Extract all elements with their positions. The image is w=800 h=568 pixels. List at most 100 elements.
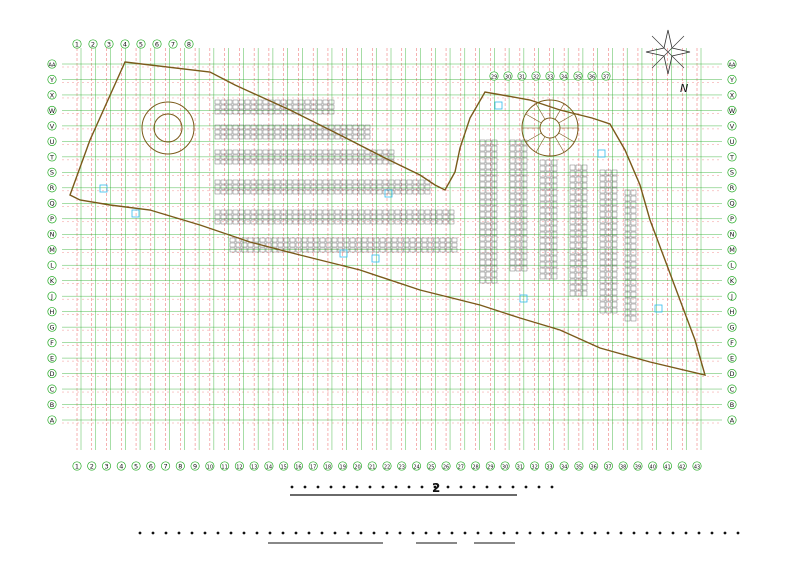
parking-stall xyxy=(268,134,275,140)
parking-stall xyxy=(355,247,362,253)
fixture-marker xyxy=(131,209,140,218)
parking-stall xyxy=(611,211,618,218)
parking-stall xyxy=(253,237,260,243)
parking-stall xyxy=(262,219,269,225)
parking-stall xyxy=(394,184,401,190)
parking-stall xyxy=(346,149,353,155)
row-bubble-right-circle xyxy=(727,90,737,100)
parking-stalls xyxy=(99,99,663,322)
parking-stall xyxy=(575,230,582,237)
parking-stall xyxy=(575,194,582,201)
parking-stall xyxy=(485,223,492,230)
parking-stall xyxy=(515,163,522,170)
parking-stall xyxy=(599,295,606,302)
parking-stall xyxy=(229,237,236,243)
parking-stall xyxy=(479,175,486,182)
parking-stall xyxy=(575,254,582,261)
parking-stall xyxy=(630,309,637,316)
rotunda-radial xyxy=(535,103,546,120)
parking-stall xyxy=(479,217,486,224)
parking-stall xyxy=(316,134,323,140)
parking-stall xyxy=(485,265,492,272)
parking-stall xyxy=(599,217,606,224)
parking-stall xyxy=(491,247,498,254)
parking-stall xyxy=(539,249,546,256)
parking-stall xyxy=(545,273,552,280)
parking-stall xyxy=(605,205,612,212)
parking-stall xyxy=(485,241,492,248)
parking-stall xyxy=(256,184,263,190)
row-bubble-left-circle xyxy=(47,229,57,239)
parking-stall xyxy=(439,247,446,253)
parking-stall xyxy=(445,242,452,248)
row-bubble-left-circle xyxy=(47,183,57,193)
parking-stall xyxy=(328,109,335,115)
title-dot xyxy=(450,531,454,535)
parking-stall xyxy=(599,301,606,308)
parking-stall xyxy=(581,254,588,261)
parking-stall xyxy=(370,159,377,165)
parking-stall xyxy=(521,169,528,176)
parking-stall xyxy=(611,271,618,278)
parking-stall xyxy=(551,201,558,208)
parking-stall xyxy=(316,219,323,225)
parking-stall xyxy=(295,237,302,243)
parking-stall xyxy=(521,199,528,206)
row-bubble-left-circle xyxy=(47,121,57,131)
parking-stall xyxy=(575,164,582,171)
title-dot xyxy=(658,531,662,535)
parking-stall xyxy=(364,179,371,185)
col-bubble-bottom: 23 xyxy=(399,464,405,470)
parking-stall xyxy=(509,157,516,164)
parking-stall xyxy=(406,184,413,190)
parking-stall xyxy=(307,242,314,248)
parking-stall xyxy=(630,213,637,220)
parking-stall xyxy=(376,209,383,215)
parking-stall xyxy=(485,247,492,254)
parking-stall xyxy=(430,214,437,220)
parking-stall xyxy=(256,104,263,110)
parking-stall xyxy=(364,209,371,215)
parking-stall xyxy=(214,179,221,185)
parking-stall xyxy=(388,214,395,220)
parking-stall xyxy=(439,237,446,243)
parking-stall xyxy=(340,154,347,160)
parking-stall xyxy=(322,189,329,195)
parking-stall xyxy=(376,219,383,225)
parking-stall xyxy=(220,179,227,185)
parking-stall xyxy=(400,184,407,190)
title-dot xyxy=(281,531,285,535)
parking-stall xyxy=(316,154,323,160)
parking-stall xyxy=(340,189,347,195)
parking-stall xyxy=(491,145,498,152)
col-bubble-bottom-circle xyxy=(530,461,540,471)
parking-stall xyxy=(238,129,245,135)
title-dot xyxy=(177,531,181,535)
parking-stall xyxy=(569,224,576,231)
parking-stall xyxy=(605,169,612,176)
parking-stall xyxy=(298,184,305,190)
parking-stall xyxy=(479,223,486,230)
parking-stall xyxy=(370,214,377,220)
parking-stall xyxy=(611,253,618,260)
parking-stall xyxy=(569,254,576,261)
parking-stall xyxy=(569,278,576,285)
parking-stall xyxy=(376,184,383,190)
parking-stall xyxy=(304,159,311,165)
parking-stall xyxy=(292,159,299,165)
parking-stall xyxy=(262,124,269,130)
parking-stall xyxy=(385,237,392,243)
row-bubble-right-circle xyxy=(727,105,737,115)
parking-stall xyxy=(259,247,266,253)
parking-stall xyxy=(581,230,588,237)
parking-stall xyxy=(304,99,311,105)
parking-stall xyxy=(605,253,612,260)
fixture-marker xyxy=(384,189,393,198)
parking-stall xyxy=(286,159,293,165)
col-bubble-top-right: 29 xyxy=(491,74,497,80)
row-bubble-right: X xyxy=(730,91,735,99)
parking-stall xyxy=(569,284,576,291)
parking-stall xyxy=(250,184,257,190)
parking-stall xyxy=(611,187,618,194)
col-bubble-top-right-circle xyxy=(503,71,513,81)
